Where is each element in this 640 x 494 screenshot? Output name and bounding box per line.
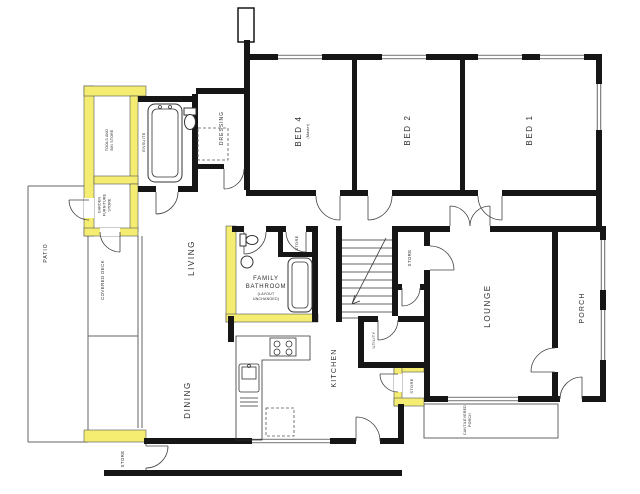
garden-store-line2: FURNITURE <box>103 193 107 216</box>
chimney <box>237 7 255 43</box>
kitchen-island-dashed <box>265 407 295 437</box>
ensuite-toilet <box>183 107 197 130</box>
utility-label: UTILITY <box>371 331 376 348</box>
room-label-bed2: BED 2 <box>403 114 412 145</box>
stairs <box>342 237 392 313</box>
room-label-family-bathroom: FAMILY BATHROOM (LAYOUT UNCHANGED) <box>246 276 287 301</box>
store-kitchen-label: STORE <box>409 378 414 393</box>
garden-store-line3: STORE <box>108 198 112 212</box>
kitchen-counter <box>235 335 311 441</box>
dressing-label: DRESSING <box>219 111 225 145</box>
tools-bin-store-line2: BIN STORE <box>110 129 114 151</box>
stairs-direction-arrow <box>351 237 387 305</box>
bed4-sublabel: (Master) <box>306 124 310 139</box>
ensuite-label: ENSUITE <box>141 132 146 151</box>
covered-deck-label: COVERED DECK <box>100 260 105 300</box>
garden-store-line1: GARDEN <box>98 197 102 214</box>
room-label-ensuite: ENSUITE <box>141 132 146 151</box>
bed2-label: BED 2 <box>403 114 412 145</box>
room-label-lounge: LOUNGE <box>483 284 492 327</box>
room-label-utility: UTILITY <box>371 331 376 348</box>
dining-label: DINING <box>183 381 192 419</box>
ensuite-bath <box>147 103 183 183</box>
room-label-garden-furniture-store: GARDEN FURNITURE STORE <box>98 193 112 216</box>
kitchen-label: KITCHEN <box>331 348 338 387</box>
family-bathroom-note1: (LAYOUT <box>258 292 275 296</box>
hob <box>269 337 297 357</box>
porch-label: PORCH <box>579 292 586 323</box>
bed1-label: BED 1 <box>525 114 534 145</box>
bed4-label: BED 4 <box>294 115 303 146</box>
kitchen-fixtures <box>235 335 311 441</box>
family-bathroom-line2: BATHROOM <box>246 284 287 290</box>
living-label: LIVING <box>187 240 196 276</box>
store-garden-label: STORE <box>120 450 125 467</box>
room-label-dining: DINING <box>183 381 192 419</box>
room-label-cantilevered-porch: CANTILEVERED PORCH <box>463 405 472 435</box>
room-label-store-garden: STORE <box>120 450 125 467</box>
windows <box>252 54 606 444</box>
room-label-living: LIVING <box>187 240 196 276</box>
room-label-dressing: DRESSING <box>219 111 225 145</box>
patio-label: PATIO <box>43 243 49 262</box>
cantilevered-porch-line1: CANTILEVERED <box>463 405 467 435</box>
lounge-label: LOUNGE <box>483 284 492 327</box>
tools-bin-store-line1: TOOLS AND <box>105 129 109 152</box>
room-label-store-kitchen: STORE <box>409 378 414 393</box>
room-label-bed4: BED 4 (Master) <box>294 115 310 146</box>
cantilevered-porch-line2: PORCH <box>468 413 472 427</box>
store-bathroom-label: STORE <box>294 235 299 250</box>
family-bathroom-note2: UNCHANGED) <box>253 297 279 301</box>
door-arcs <box>68 168 583 469</box>
room-label-patio: PATIO <box>43 243 49 262</box>
door-openings <box>84 186 582 444</box>
room-label-porch: PORCH <box>579 292 586 323</box>
room-label-kitchen: KITCHEN <box>331 348 338 387</box>
family-bathroom-line1: FAMILY <box>253 276 279 282</box>
room-label-store-bathroom: STORE <box>294 235 299 250</box>
room-label-bed1: BED 1 <box>525 114 534 145</box>
cantilevered-porch-outline <box>423 403 559 439</box>
dressing-wardrobe <box>197 127 229 161</box>
room-label-store-landing: STORE <box>407 249 412 266</box>
room-label-covered-deck: COVERED DECK <box>100 260 105 300</box>
store-landing-label: STORE <box>407 249 412 266</box>
sink <box>238 363 260 393</box>
bathroom-fixtures <box>239 233 313 313</box>
room-label-tools-bin-store: TOOLS AND BIN STORE <box>105 129 114 152</box>
